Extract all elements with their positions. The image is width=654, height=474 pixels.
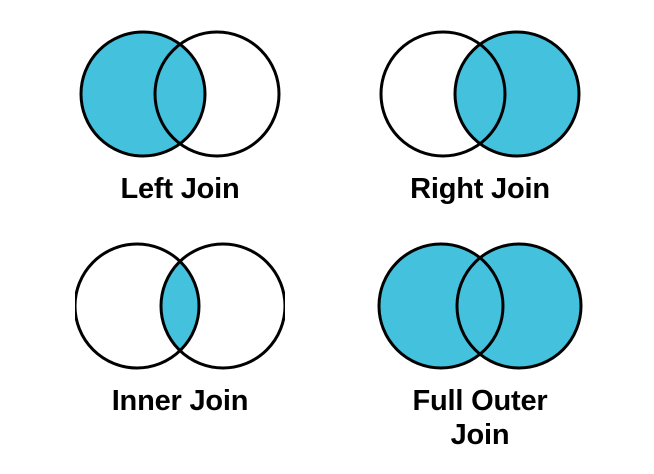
venn-left-join	[75, 28, 285, 160]
right-circle-outline	[153, 30, 281, 158]
left-circle-outline	[75, 242, 201, 370]
panel-caption-right-join: Right Join	[410, 173, 550, 205]
right-circle-outline	[453, 30, 581, 158]
panel-caption-left-join: Left Join	[120, 173, 240, 205]
panel-caption-full-outer-join: Full Outer Join	[412, 385, 548, 452]
panel-right-join: Right Join	[340, 28, 620, 206]
panel-caption-inner-join: Inner Join	[111, 385, 249, 417]
panel-full-outer-join: Full Outer Join	[340, 240, 620, 452]
right-circle-fill	[455, 32, 579, 156]
right-circle-outline	[455, 242, 583, 370]
left-circle-outline	[79, 30, 207, 158]
panel-left-join: Left Join	[40, 28, 320, 206]
left-circle-outline	[377, 242, 505, 370]
venn-right-join	[375, 28, 585, 160]
venn-inner-join	[75, 240, 285, 372]
venn-full-outer-join	[375, 240, 585, 372]
right-circle-fill	[457, 244, 581, 368]
left-circle-fill	[81, 32, 205, 156]
left-circle-outline	[379, 30, 507, 158]
panel-inner-join: Inner Join	[40, 240, 320, 418]
right-circle-outline	[159, 242, 285, 370]
